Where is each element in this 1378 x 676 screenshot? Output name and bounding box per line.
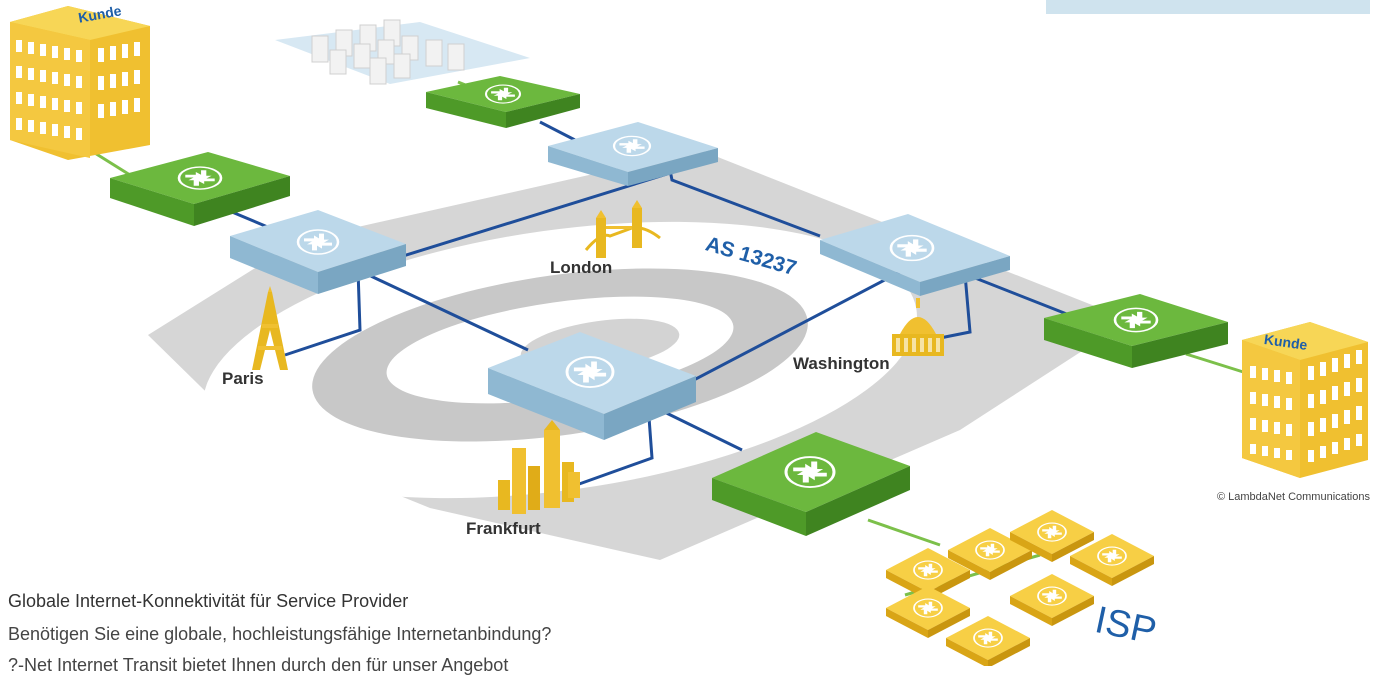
office-building-icon — [10, 6, 150, 160]
datacenter-icon — [311, 19, 465, 85]
router-icon — [886, 586, 970, 638]
router-icon — [1010, 574, 1094, 626]
headline: Globale Internet-Konnektivität für Servi… — [8, 591, 409, 611]
router-icon — [1044, 294, 1228, 368]
router-icon — [820, 214, 1010, 296]
router-icon — [1070, 534, 1154, 586]
router-icon — [946, 616, 1030, 668]
router-icon — [488, 332, 696, 440]
office-building-icon — [1242, 322, 1368, 478]
city-label-paris: Paris — [222, 369, 264, 388]
city-label-washington: Washington — [793, 354, 890, 373]
city-label-london: London — [550, 258, 613, 277]
copyright-credit: © LambdaNet Communications — [1216, 491, 1370, 503]
router-icon — [426, 76, 580, 128]
router-icon — [712, 432, 910, 536]
router-icon — [548, 122, 718, 186]
top-right-panel — [1046, 0, 1370, 14]
capitol-icon — [892, 298, 944, 356]
skyline-icon — [498, 420, 580, 514]
router-icon — [1010, 510, 1094, 562]
city-label-frankfurt: Frankfurt — [466, 519, 541, 538]
isp-router-cluster — [886, 510, 1154, 668]
body-text-line-1: Benötigen Sie eine globale, hochleistung… — [8, 624, 552, 644]
router-icon — [110, 152, 290, 226]
tower-bridge-icon — [584, 200, 661, 258]
router-icon — [230, 210, 406, 294]
eiffel-tower-icon — [252, 286, 288, 370]
